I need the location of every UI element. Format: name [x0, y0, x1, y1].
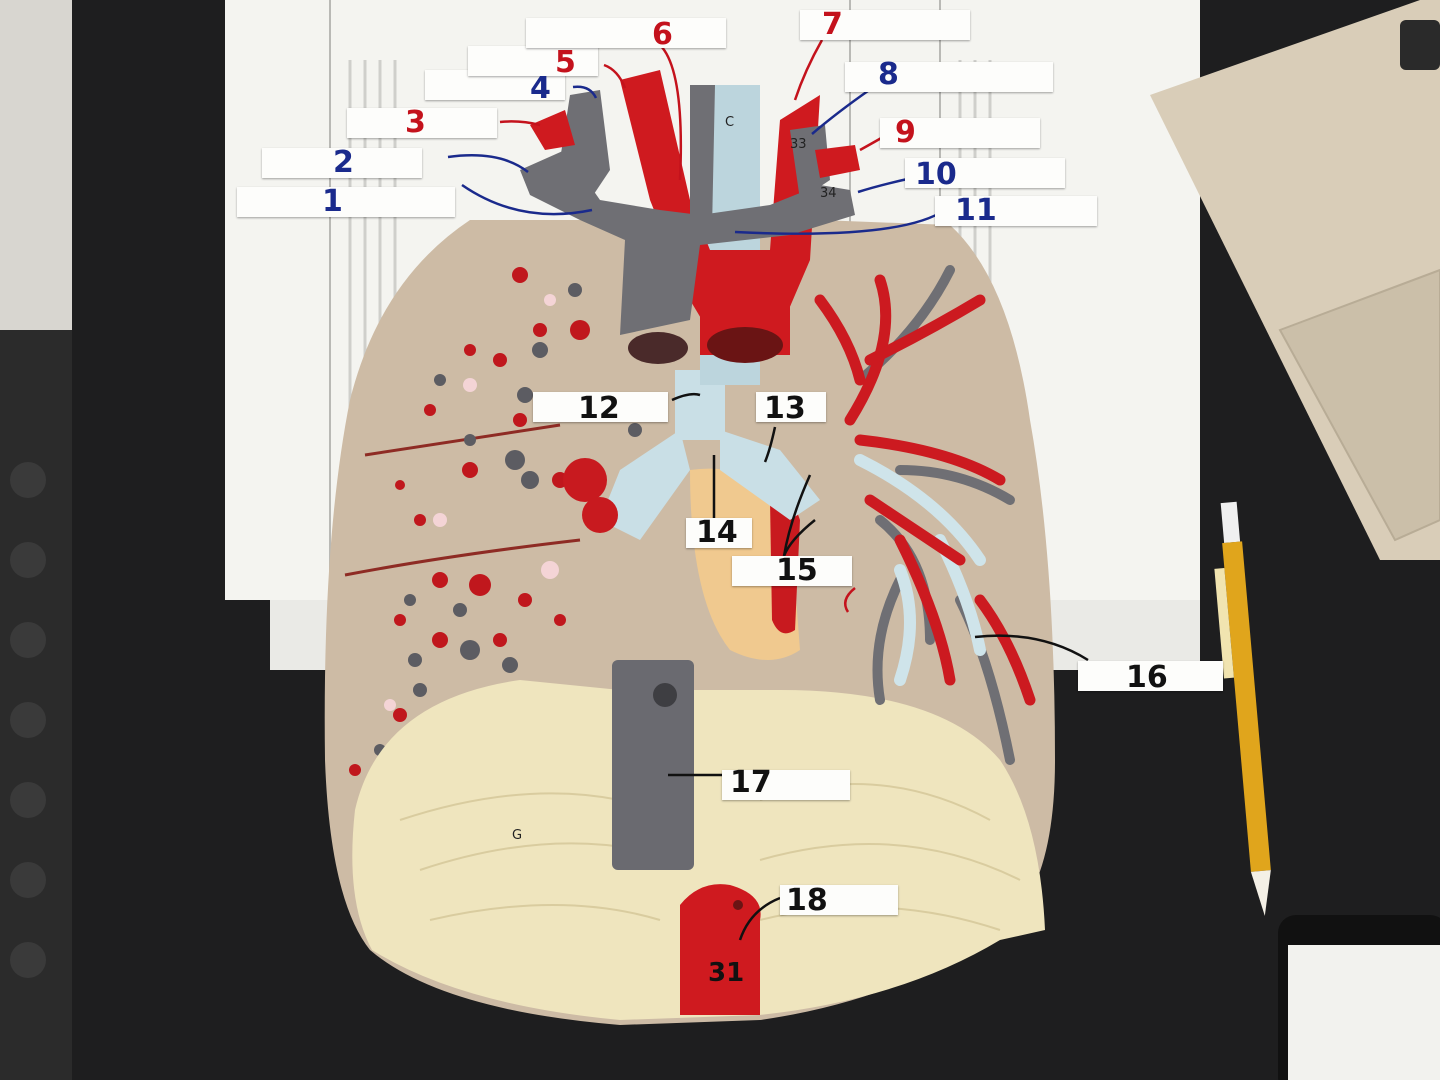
label-strip-16 [1078, 661, 1223, 691]
label-strip-2 [262, 148, 422, 178]
diaphragm [352, 680, 1045, 1020]
pointer-lines [447, 39, 1089, 941]
model-mark-33: 33 [790, 137, 807, 152]
label-strip-6 [526, 18, 726, 48]
label-number-11: 11 [955, 193, 997, 228]
label-number-14: 14 [696, 515, 738, 550]
model-mark-34: 34 [820, 186, 837, 201]
label-number-8: 8 [878, 57, 899, 92]
label-number-6: 6 [652, 17, 673, 52]
label-number-12: 12 [578, 391, 620, 426]
label-strip-15 [732, 556, 852, 586]
lung-cross-section-dots [349, 267, 642, 776]
laptop [1150, 0, 1440, 560]
bronchi [600, 370, 820, 540]
label-strip-3 [347, 108, 497, 138]
model-mark-c: C [725, 115, 735, 130]
label-number-17: 17 [730, 765, 772, 800]
label-strip-1 [237, 187, 455, 217]
label-number-15: 15 [776, 553, 818, 588]
pencil [1214, 501, 1271, 916]
model-mark-31: 31 [708, 958, 745, 988]
lobe-fissures [344, 423, 581, 577]
label-strip-18 [780, 885, 898, 915]
label-number-10: 10 [915, 157, 957, 192]
label-strip-9 [880, 118, 1040, 148]
label-number-16: 16 [1126, 660, 1168, 695]
label-number-18: 18 [786, 883, 828, 918]
label-strip-11 [935, 196, 1097, 226]
label-number-3: 3 [405, 105, 426, 140]
label-number-9: 9 [895, 115, 916, 150]
label-number-1: 1 [322, 184, 343, 219]
mat-bumps [10, 462, 46, 978]
label-number-13: 13 [764, 391, 806, 426]
label-strip-14 [686, 518, 752, 548]
label-strip-7 [800, 10, 970, 40]
label-strip-8 [845, 62, 1053, 92]
right-pulmonary-artery-stub [563, 458, 618, 533]
label-strip-5 [468, 46, 598, 76]
phone [1278, 915, 1440, 1080]
label-strip-17 [722, 770, 850, 800]
left-lung-vessel-tree [814, 265, 1036, 765]
label-number-2: 2 [333, 145, 354, 180]
left-paper-edge [0, 0, 72, 330]
inferior-vena-cava [612, 660, 694, 870]
abdominal-aorta [680, 884, 761, 1015]
great-vessels [520, 70, 860, 385]
label-strip-13 [756, 392, 826, 422]
label-number-7: 7 [822, 7, 843, 42]
model-mark-g: G [512, 828, 523, 843]
label-number-4: 4 [530, 71, 551, 106]
label-number-5: 5 [555, 45, 576, 80]
label-strip-12 [533, 392, 668, 422]
label-strip-10 [905, 158, 1065, 188]
